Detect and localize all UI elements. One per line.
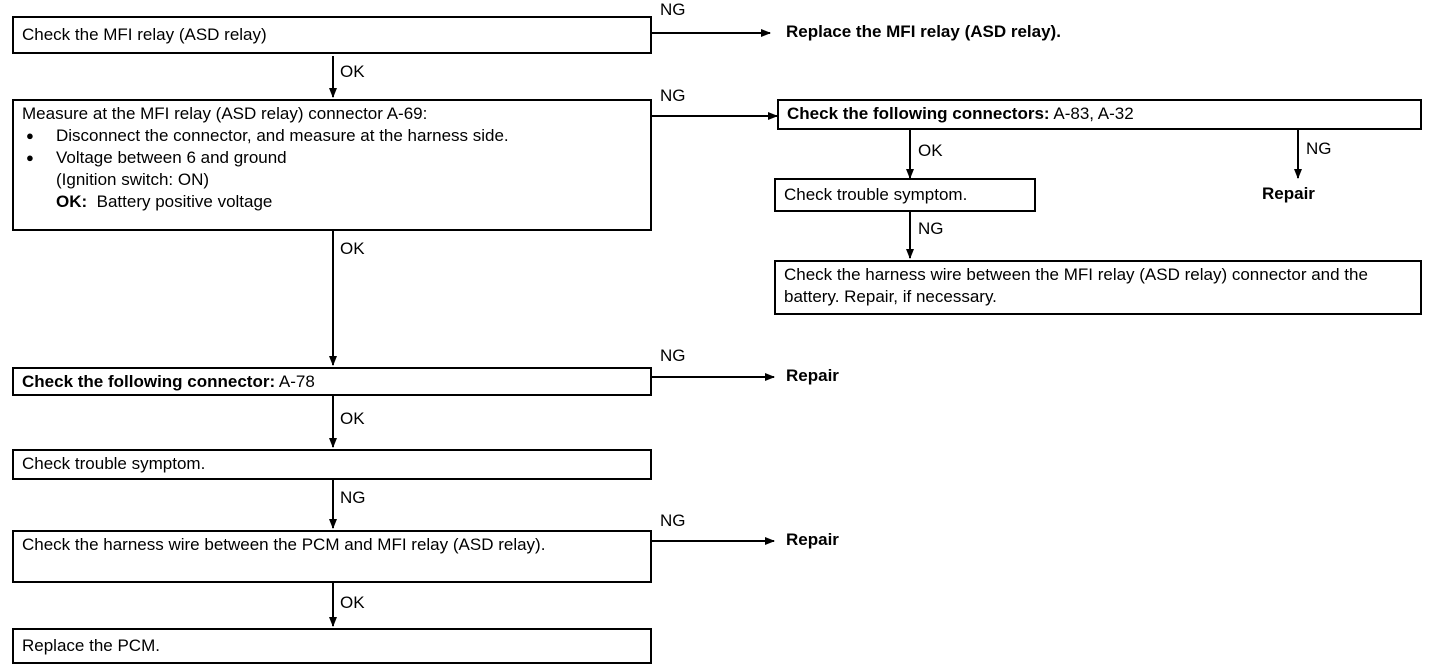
trouble-symptom-left-text: Check trouble symptom. <box>22 454 206 473</box>
measure-bullet-voltage: Voltage between 6 and ground <box>22 147 642 169</box>
harness-battery-text: Check the harness wire between the MFI r… <box>784 265 1368 306</box>
edge-label-ng: NG <box>660 86 686 105</box>
check-connectors-right-list: A-83, A-32 <box>1049 104 1134 123</box>
repair-pcm-outcome: Repair <box>786 530 839 549</box>
measure-connector-box: Measure at the MFI relay (ASD relay) con… <box>12 99 652 231</box>
measure-title: Measure at the MFI relay (ASD relay) con… <box>22 104 428 123</box>
edge-label-ng: NG <box>1306 139 1332 158</box>
harness-battery-box: Check the harness wire between the MFI r… <box>774 260 1422 315</box>
measure-ignition-note: (Ignition switch: ON) <box>56 170 210 189</box>
check-mfi-relay-text: Check the MFI relay (ASD relay) <box>22 25 267 44</box>
harness-pcm-box: Check the harness wire between the PCM a… <box>12 530 652 583</box>
replace-mfi-relay-outcome: Replace the MFI relay (ASD relay). <box>786 22 1061 41</box>
edge-label-ok: OK <box>340 62 365 81</box>
edge-label-ng: NG <box>660 346 686 365</box>
repair-right-outcome: Repair <box>1262 184 1315 203</box>
repair-a78-outcome: Repair <box>786 366 839 385</box>
edge-label-ng: NG <box>660 0 686 19</box>
check-mfi-relay-box: Check the MFI relay (ASD relay) <box>12 16 652 54</box>
check-connectors-right-bold: Check the following connectors: <box>787 104 1050 123</box>
trouble-symptom-right-box: Check trouble symptom. <box>774 178 1036 212</box>
trouble-symptom-left-box: Check trouble symptom. <box>12 449 652 480</box>
measure-ok-value: Battery positive voltage <box>96 192 273 211</box>
edge-label-ok: OK <box>340 593 365 612</box>
check-connector-a78-id: A-78 <box>275 372 315 391</box>
edge-label-ng: NG <box>660 511 686 530</box>
edge-label-ng: NG <box>918 219 944 238</box>
measure-ok-label: OK: <box>56 192 88 211</box>
edge-label-ng: NG <box>340 488 366 507</box>
harness-pcm-text: Check the harness wire between the PCM a… <box>22 535 546 554</box>
check-connectors-right-box: Check the following connectors: A-83, A-… <box>777 99 1422 130</box>
check-connector-a78-bold: Check the following connector: <box>22 372 276 391</box>
replace-pcm-box: Replace the PCM. <box>12 628 652 664</box>
measure-ok-line: OK: Battery positive voltage <box>22 191 642 213</box>
edge-label-ok: OK <box>918 141 943 160</box>
edge-label-ok: OK <box>340 239 365 258</box>
measure-bullet-disconnect: Disconnect the connector, and measure at… <box>22 125 642 147</box>
check-connector-a78-box: Check the following connector: A-78 <box>12 367 652 396</box>
edge-label-ok: OK <box>340 409 365 428</box>
replace-pcm-text: Replace the PCM. <box>22 636 160 655</box>
trouble-symptom-right-text: Check trouble symptom. <box>784 185 968 204</box>
